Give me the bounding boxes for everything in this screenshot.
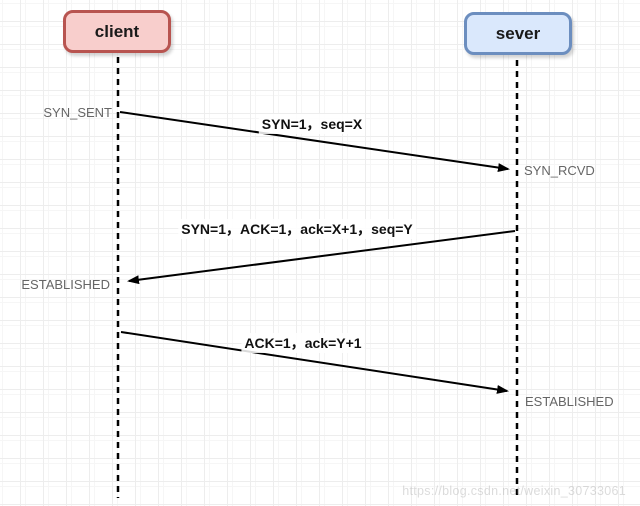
message-label-synack: SYN=1，ACK=1，ack=X+1，seq=Y (178, 219, 416, 239)
ack-message-arrow (120, 331, 509, 394)
state-label-syn-rcvd: SYN_RCVD (524, 163, 595, 178)
watermark-text: https://blog.csdn.net/weixin_30733061 (402, 484, 626, 498)
actor-client-box: client (63, 10, 171, 53)
actor-server-label: sever (495, 23, 541, 43)
syn-message-arrow (119, 111, 510, 172)
state-label-established-client: ESTABLISHED (21, 277, 110, 292)
state-label-syn-sent: SYN_SENT (43, 105, 112, 120)
actor-server-box: sever (464, 12, 572, 55)
synack-message-arrow (127, 230, 516, 285)
state-label-established-server: ESTABLISHED (525, 394, 614, 409)
actor-client-label: client (94, 21, 140, 41)
message-label-ack: ACK=1，ack=Y+1 (241, 333, 365, 353)
message-label-syn: SYN=1，seq=X (258, 114, 366, 134)
